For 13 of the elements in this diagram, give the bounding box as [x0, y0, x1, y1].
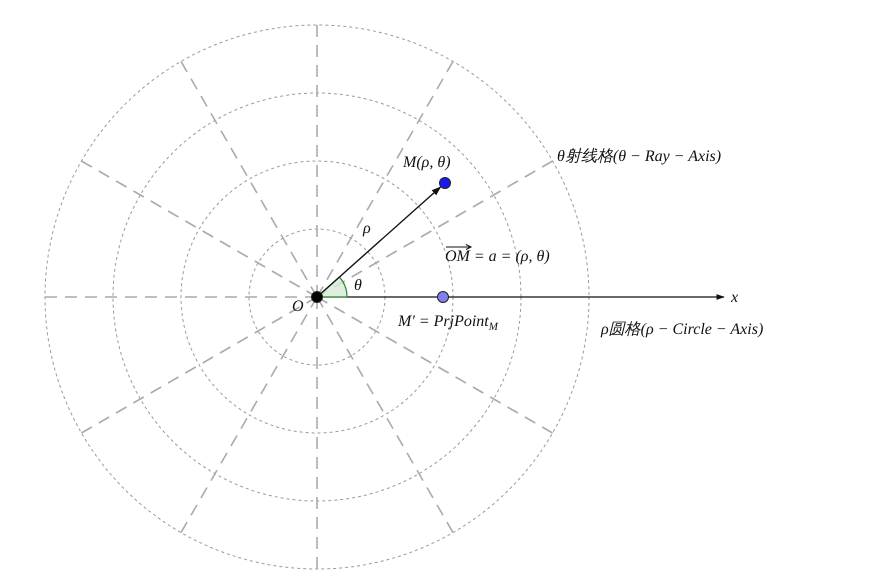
point-dot — [311, 291, 323, 303]
edge-label: ρ — [363, 220, 371, 238]
angle-label: θ — [354, 277, 362, 295]
point-dot — [437, 291, 449, 303]
point-dot — [439, 177, 451, 189]
point-label: M(ρ, θ) — [403, 154, 451, 172]
grid-label: ρ圆格(ρ − Circle − Axis) — [601, 321, 764, 339]
axis-label: x — [731, 289, 738, 307]
point-label: M′ = PrjPoint$_{M}$ — [398, 313, 498, 334]
grid-label: θ射线格(θ − Ray − Axis) — [557, 148, 722, 166]
vector-label: OM = a = (ρ, θ) — [445, 248, 550, 266]
vector-arrow — [321, 186, 442, 294]
point-label: O — [292, 298, 304, 316]
